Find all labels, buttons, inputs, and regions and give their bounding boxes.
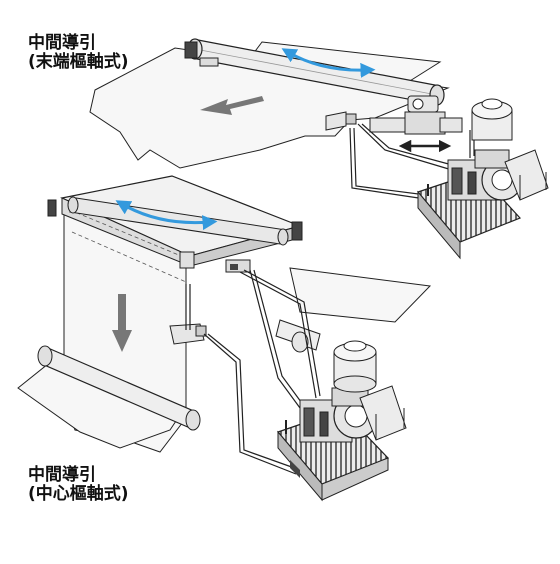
top-hydraulic-power-unit <box>416 98 549 260</box>
bottom-edge-sensor <box>169 323 207 345</box>
bottom-back-web <box>289 267 432 323</box>
center-pivot-assembly <box>17 175 432 502</box>
top-hoses <box>349 123 475 201</box>
end-pivot-caption: 中間導引 (末端樞軸式) <box>28 34 129 72</box>
bottom-side-roller <box>275 319 321 353</box>
bottom-pivot-arrow <box>115 200 218 231</box>
bottom-exit-roller <box>37 345 201 431</box>
top-linear-actuator <box>369 111 463 153</box>
end-pivot-assembly <box>89 38 549 260</box>
bottom-web-direction-arrow <box>112 294 132 352</box>
top-edge-sensor <box>325 111 357 131</box>
end-pivot-caption-line1: 中間導引 <box>28 33 96 53</box>
bottom-hoses <box>185 269 321 475</box>
center-pivot-caption: 中間導引 (中心樞軸式) <box>28 466 129 504</box>
center-pivot-caption-line2: (中心樞軸式) <box>28 484 129 504</box>
top-web-direction-arrow <box>200 96 264 115</box>
top-pivot-arrow <box>281 48 376 78</box>
bottom-hydraulic-power-unit <box>276 340 407 502</box>
center-pivot-caption-line1: 中間導引 <box>28 465 96 485</box>
end-pivot-caption-line2: (末端樞軸式) <box>28 52 129 72</box>
